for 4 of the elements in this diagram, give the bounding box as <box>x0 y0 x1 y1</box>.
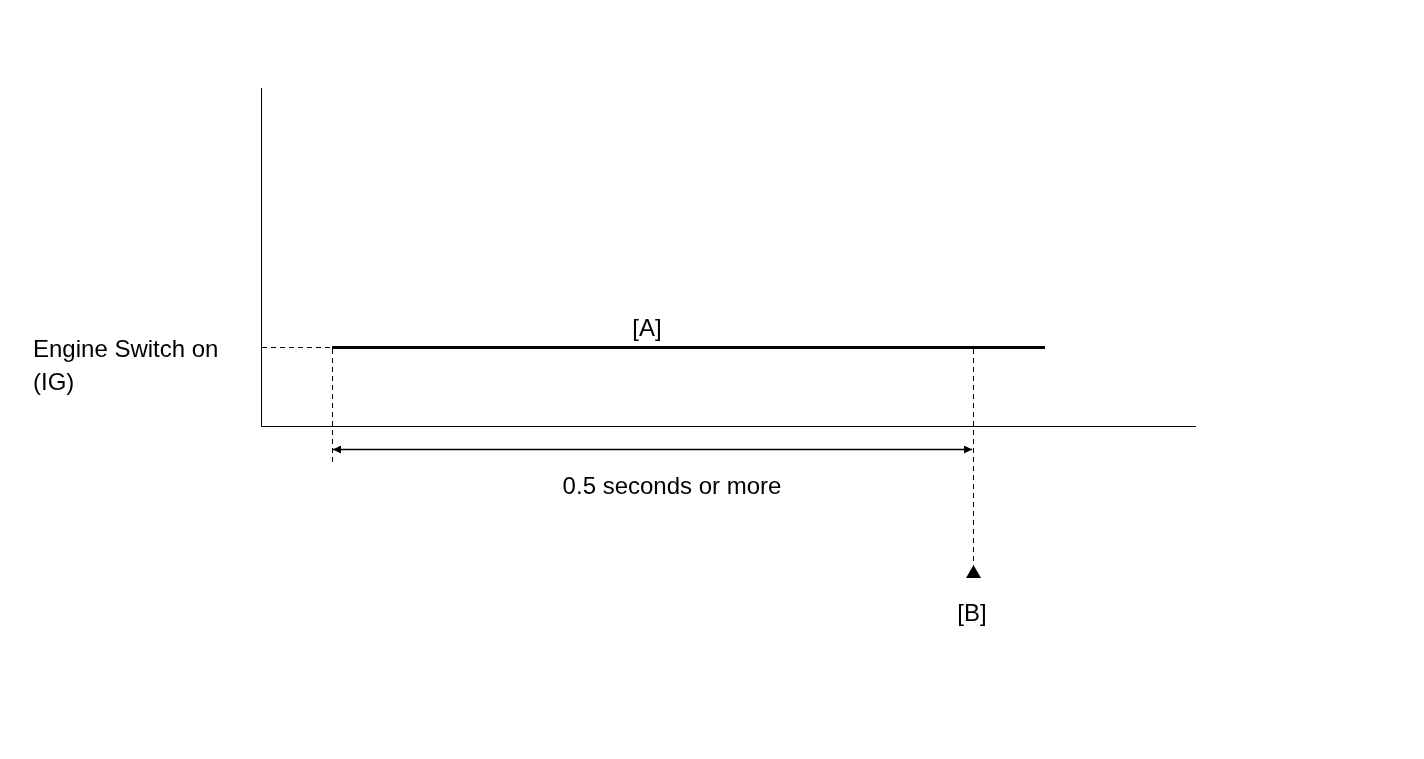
point-label: [A] <box>631 313 663 343</box>
signal-label: Engine Switch on (IG) <box>33 334 220 397</box>
point-label: [B] <box>956 598 988 628</box>
dimension-label: 0.5 seconds or more <box>561 471 783 501</box>
